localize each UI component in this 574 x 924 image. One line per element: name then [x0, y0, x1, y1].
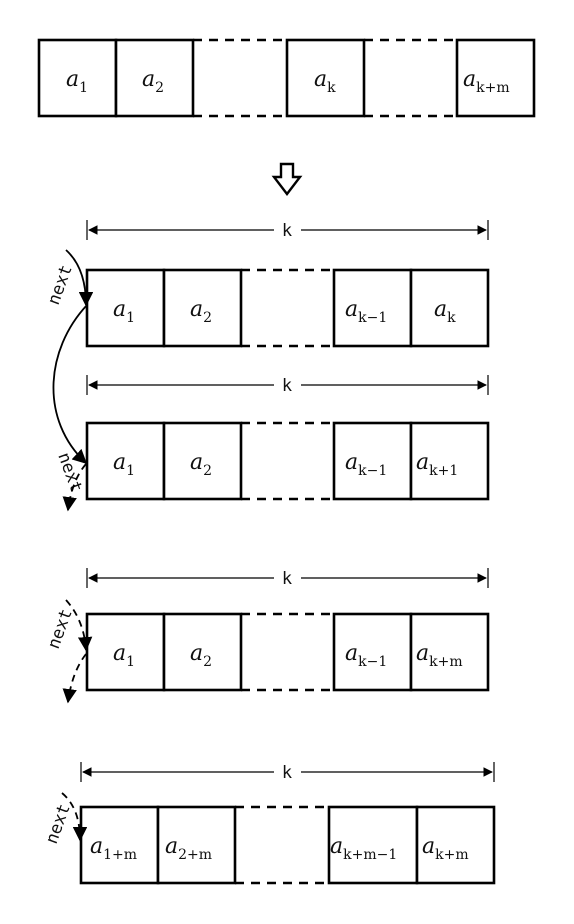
svg-text:a2: a2: [190, 641, 212, 670]
window-1: k a1 a2 ak−1 ak next: [44, 220, 490, 348]
window-3-next-label: next: [44, 606, 77, 651]
top-cell-k-label: ak: [314, 67, 336, 96]
top-cell-2-label: a2: [142, 67, 164, 96]
svg-text:ak+m−1: ak+m−1: [330, 834, 397, 863]
svg-text:ak−1: ak−1: [345, 450, 387, 479]
window-2-next-label: next: [53, 450, 86, 495]
svg-text:a1: a1: [113, 450, 135, 479]
svg-text:ak−1: ak−1: [345, 641, 387, 670]
svg-text:ak−1: ak−1: [345, 297, 387, 326]
window-1-next-arrow: [65, 249, 94, 307]
svg-text:ak+m: ak+m: [416, 641, 463, 670]
svg-text:a2: a2: [190, 297, 212, 326]
window-1-next-label: next: [44, 262, 77, 307]
window-3-width-label: k: [282, 569, 292, 589]
top-array: a1 a2 ak ak+m: [37, 38, 536, 118]
window-1-width-label: k: [282, 221, 292, 241]
svg-text:a1+m: a1+m: [90, 834, 137, 863]
svg-text:a2: a2: [190, 450, 212, 479]
svg-text:ak+m: ak+m: [422, 834, 469, 863]
window-4-next-label: next: [42, 801, 75, 846]
window-4-next-arrow: [61, 792, 88, 842]
svg-text:ak: ak: [434, 297, 456, 326]
window-2-width-label: k: [282, 376, 292, 396]
window-3-next-in-arrow: [65, 599, 93, 652]
window-2: k a1 a2 ak−1 ak+1 next: [53, 375, 490, 512]
top-cell-2: [114, 38, 195, 118]
top-cell-1: [37, 38, 118, 118]
window-2-next-arrow: [62, 463, 87, 512]
top-cell-k: [285, 38, 366, 118]
top-cell-last-label: ak+m: [463, 67, 510, 96]
svg-text:a2+m: a2+m: [165, 834, 212, 863]
svg-text:ak+1: ak+1: [416, 450, 458, 479]
window-3: k a1 a2 ak−1 ak+m next: [44, 568, 490, 704]
down-arrow-icon: [271, 162, 303, 196]
window-3-next-out-arrow: [62, 653, 87, 704]
top-cell-1-label: a1: [66, 67, 88, 96]
window-transition-arrow: [52, 304, 88, 464]
svg-text:a1: a1: [113, 297, 135, 326]
window-4: k a1+m a2+m ak+m−1 ak+m next: [42, 762, 496, 885]
svg-text:a1: a1: [113, 641, 135, 670]
top-cell-last: [455, 38, 536, 118]
window-4-width-label: k: [282, 763, 292, 783]
